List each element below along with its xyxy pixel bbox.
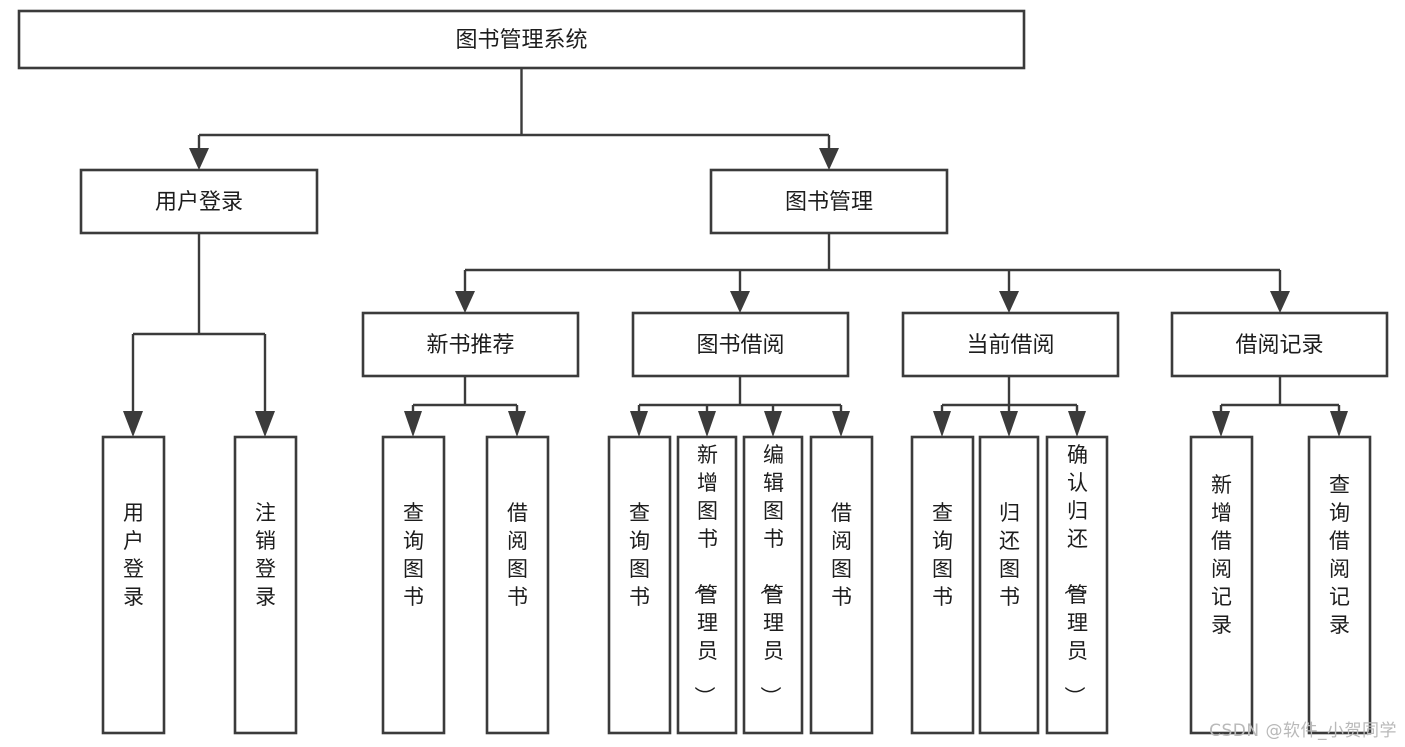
node-leaf-add-book-label: 新增图书（管理员）	[692, 443, 718, 707]
node-root[interactable]: 图书管理系统	[17, 9, 1026, 70]
node-user-login[interactable]: 用户登录	[79, 168, 319, 235]
node-book-borrow-label: 图书借阅	[696, 333, 784, 358]
arrow-icon-leaf-add-record	[1212, 411, 1230, 437]
node-leaf-query-record[interactable]: 查询借阅记录	[1307, 435, 1372, 735]
arrow-icon-book-management	[819, 148, 839, 170]
node-leaf-confirm-return-box[interactable]	[1045, 435, 1109, 735]
node-root-box[interactable]	[17, 9, 1026, 70]
arrow-icon-leaf-query-record	[1330, 411, 1348, 437]
node-book-borrow[interactable]: 图书借阅	[631, 311, 850, 378]
arrow-icon-leaf-user-login	[123, 411, 143, 437]
node-book-management-box[interactable]	[709, 168, 949, 235]
node-leaf-user-login[interactable]: 用户登录	[101, 435, 166, 735]
node-leaf-query-book-1[interactable]: 查询图书	[381, 435, 446, 735]
node-leaf-query-book-2[interactable]: 查询图书	[607, 435, 672, 735]
arrow-icon-user-login	[189, 148, 209, 170]
arrow-icon-current-borrow	[999, 291, 1019, 313]
node-leaf-query-book-2-label: 查询图书	[629, 501, 650, 609]
node-new-book-recommend[interactable]: 新书推荐	[361, 311, 580, 378]
arrow-icon-leaf-user-logout	[255, 411, 275, 437]
arrowhead-layer	[123, 148, 1348, 437]
node-leaf-query-book-3[interactable]: 查询图书	[910, 435, 975, 735]
node-leaf-edit-book-box[interactable]	[742, 435, 804, 735]
node-leaf-query-record-label: 查询借阅记录	[1329, 473, 1350, 637]
node-leaf-borrow-book-1-box[interactable]	[485, 435, 550, 735]
node-leaf-query-book-1-box[interactable]	[381, 435, 446, 735]
node-leaf-add-record[interactable]: 新增借阅记录	[1189, 435, 1254, 735]
csdn-watermark: CSDN @软件_小贺同学	[1209, 721, 1397, 741]
node-current-borrow-label: 当前借阅	[966, 333, 1054, 358]
node-leaf-return-book-label: 归还图书	[999, 501, 1020, 609]
node-leaf-return-book-box[interactable]	[978, 435, 1040, 735]
arrow-icon-leaf-return-book	[1000, 411, 1018, 437]
node-leaf-add-record-box[interactable]	[1189, 435, 1254, 735]
node-root-label: 图书管理系统	[455, 28, 587, 53]
node-leaf-user-logout-label: 注销登录	[255, 501, 276, 609]
node-book-management-label: 图书管理	[785, 190, 873, 215]
node-current-borrow[interactable]: 当前借阅	[901, 311, 1120, 378]
arrow-icon-leaf-borrow-book-2	[832, 411, 850, 437]
node-leaf-add-book[interactable]: 新增图书（管理员）	[676, 435, 738, 735]
node-leaf-query-book-3-box[interactable]	[910, 435, 975, 735]
arrow-icon-borrow-record	[1270, 291, 1290, 313]
node-leaf-borrow-book-2[interactable]: 借阅图书	[809, 435, 874, 735]
node-new-book-recommend-box[interactable]	[361, 311, 580, 378]
node-leaf-query-record-box[interactable]	[1307, 435, 1372, 735]
node-leaf-add-book-box[interactable]	[676, 435, 738, 735]
arrow-icon-leaf-edit-book	[764, 411, 782, 437]
arrow-icon-book-borrow	[730, 291, 750, 313]
node-new-book-recommend-label: 新书推荐	[426, 333, 514, 358]
node-leaf-query-book-3-label: 查询图书	[932, 501, 953, 609]
arrow-icon-leaf-query-book-1	[404, 411, 422, 437]
node-current-borrow-box[interactable]	[901, 311, 1120, 378]
node-leaf-user-login-label: 用户登录	[123, 501, 144, 609]
node-book-borrow-box[interactable]	[631, 311, 850, 378]
node-user-login-label: 用户登录	[155, 190, 243, 215]
node-user-login-box[interactable]	[79, 168, 319, 235]
node-leaf-query-book-2-box[interactable]	[607, 435, 672, 735]
node-leaf-user-login-box[interactable]	[101, 435, 166, 735]
node-leaf-query-book-1-label: 查询图书	[403, 501, 424, 609]
node-borrow-record-box[interactable]	[1170, 311, 1389, 378]
arrow-icon-leaf-confirm-return	[1068, 411, 1086, 437]
node-leaf-edit-book[interactable]: 编辑图书（管理员）	[742, 435, 804, 735]
node-leaf-borrow-book-2-box[interactable]	[809, 435, 874, 735]
node-leaf-borrow-book-2-label: 借阅图书	[831, 501, 852, 609]
node-leaf-confirm-return[interactable]: 确认归还（管理员）	[1045, 435, 1109, 735]
node-borrow-record[interactable]: 借阅记录	[1170, 311, 1389, 378]
node-leaf-return-book[interactable]: 归还图书	[978, 435, 1040, 735]
arrow-icon-leaf-add-book	[698, 411, 716, 437]
arrow-icon-leaf-query-book-2	[630, 411, 648, 437]
node-leaf-user-logout-box[interactable]	[233, 435, 298, 735]
node-leaf-add-record-label: 新增借阅记录	[1211, 473, 1232, 637]
node-leaf-edit-book-label: 编辑图书（管理员）	[758, 443, 784, 707]
node-leaf-borrow-book-1[interactable]: 借阅图书	[485, 435, 550, 735]
arrow-icon-leaf-borrow-book-1	[508, 411, 526, 437]
node-borrow-record-label: 借阅记录	[1235, 333, 1323, 358]
node-leaf-borrow-book-1-label: 借阅图书	[507, 501, 528, 609]
node-book-management[interactable]: 图书管理	[709, 168, 949, 235]
arrow-icon-leaf-query-book-3	[933, 411, 951, 437]
arrow-icon-new-book-recommend	[455, 291, 475, 313]
node-leaf-confirm-return-label: 确认归还（管理员）	[1062, 443, 1088, 707]
node-leaf-user-logout[interactable]: 注销登录	[233, 435, 298, 735]
